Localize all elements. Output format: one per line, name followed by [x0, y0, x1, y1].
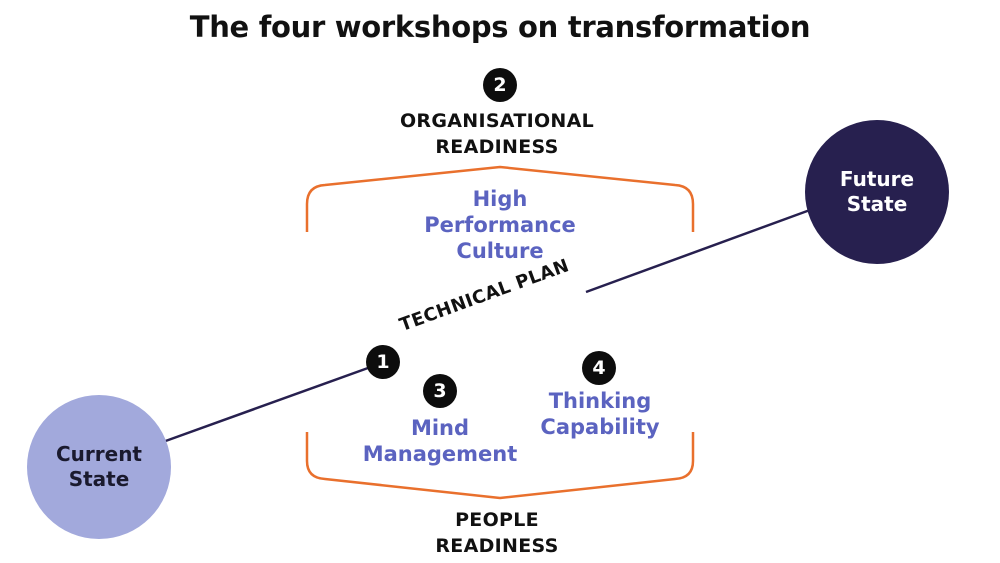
- current-state-node: Current State: [27, 395, 171, 539]
- thinking-line2: Capability: [540, 415, 660, 439]
- path-line-upper: [585, 208, 811, 294]
- hpc-line1: High: [472, 187, 528, 211]
- people-readiness-bracket: [305, 432, 695, 500]
- people-readiness-line2: READINESS: [435, 535, 559, 557]
- hpc-line2: Performance: [424, 213, 576, 237]
- thinking-capability-label: Thinking Capability: [520, 388, 680, 440]
- people-readiness-label: PEOPLE READINESS: [347, 507, 647, 559]
- organisational-readiness-line2: READINESS: [435, 136, 559, 158]
- workshop-3-badge: 3: [423, 374, 457, 408]
- high-performance-culture-label: High Performance Culture: [400, 186, 600, 264]
- thinking-line1: Thinking: [548, 389, 652, 413]
- future-state-node: Future State: [805, 120, 949, 264]
- future-state-line1: Future: [839, 167, 915, 191]
- mind-line2: Management: [362, 442, 518, 466]
- organisational-readiness-label: ORGANISATIONAL READINESS: [347, 108, 647, 160]
- organisational-readiness-line1: ORGANISATIONAL: [399, 110, 595, 132]
- path-line-lower: [159, 366, 369, 445]
- current-state-line2: State: [68, 467, 130, 491]
- workshop-1-badge: 1: [366, 345, 400, 379]
- people-readiness-line1: PEOPLE: [455, 509, 539, 531]
- mind-line1: Mind: [410, 416, 470, 440]
- workshop-4-badge: 4: [582, 351, 616, 385]
- current-state-line1: Current: [55, 442, 142, 466]
- workshop-2-badge: 2: [483, 68, 517, 102]
- diagram-title: The four workshops on transformation: [189, 10, 811, 44]
- organisational-readiness-bracket: [305, 165, 695, 232]
- mind-management-label: Mind Management: [350, 415, 530, 467]
- hpc-line3: Culture: [456, 239, 544, 263]
- future-state-line2: State: [846, 192, 908, 216]
